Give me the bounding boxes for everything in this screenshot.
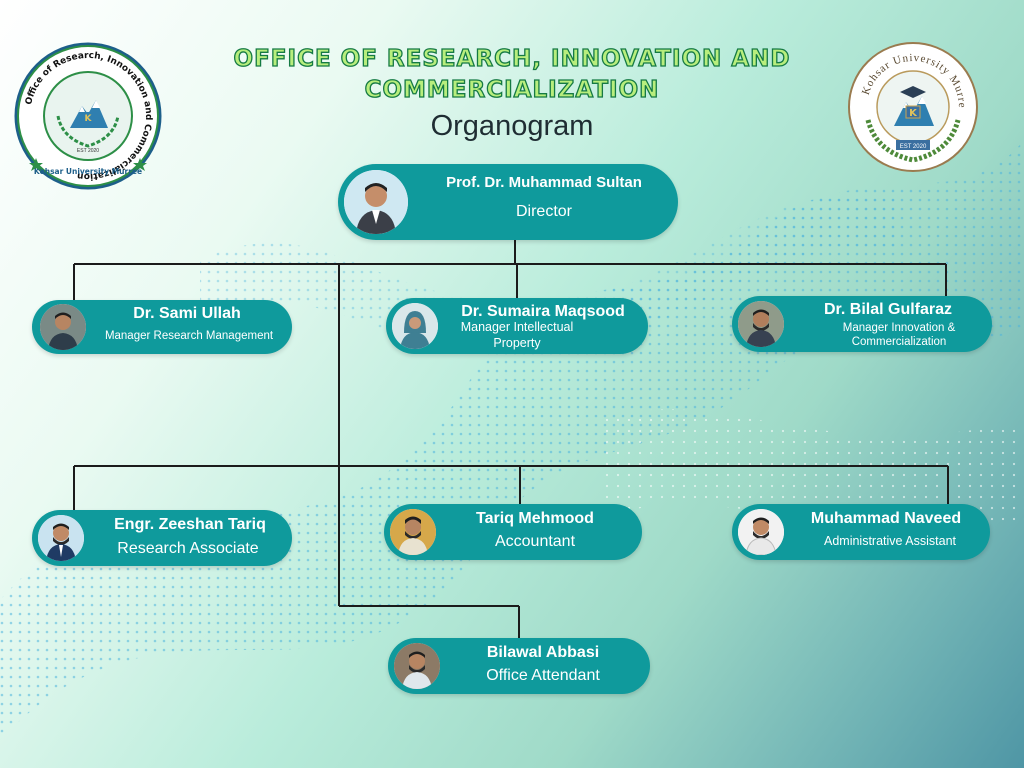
muhammad-naveed-name: Muhammad Naveed [810,510,962,527]
svg-text:K: K [85,114,93,124]
right-university-logo: Kohsar University Murree K EST 2020 [846,40,978,172]
left-logo-est: EST 2020 [77,148,99,154]
bilal-gulfaraz-role: Manager Innovation & Commercialization [842,322,956,349]
office-title: Office of Research, Innovation and Comme… [150,44,874,106]
card-sami-ullah: Dr. Sami Ullah Manager Research Manageme… [32,300,292,354]
sumaira-maqsood-role: Manager Intellectual Property [460,320,574,350]
left-office-logo: Office of Research, Innovation and Comme… [14,42,162,190]
zeeshan-tariq-name: Engr. Zeeshan Tariq [114,516,266,533]
office-title-line1: Office of Research, Innovation and [233,45,791,72]
sumaira-maqsood-name: Dr. Sumaira Maqsood [461,303,625,320]
bilawal-abbasi-name: Bilawal Abbasi [486,644,600,661]
card-director: Prof. Dr. Muhammad Sultan Director [338,164,678,240]
avatar-zeeshan-tariq [38,515,84,561]
avatar-tariq-mehmood [390,509,436,555]
bilal-gulfaraz-name: Dr. Bilal Gulfaraz [823,301,953,318]
zeeshan-tariq-role: Research Associate [117,540,259,557]
avatar-muhammad-naveed [738,509,784,555]
director-name: Prof. Dr. Muhammad Sultan [446,174,642,191]
bilawal-abbasi-role: Office Attendant [486,667,600,684]
sami-ullah-role: Manager Research Management [104,330,274,342]
avatar-sami-ullah [40,304,86,350]
card-tariq-mehmood: Tariq Mehmood Accountant [384,504,642,560]
avatar-director [344,170,408,234]
avatar-bilawal-abbasi [394,643,440,689]
muhammad-naveed-role: Administrative Assistant [824,534,956,548]
tariq-mehmood-name: Tariq Mehmood [476,510,594,527]
card-muhammad-naveed: Muhammad Naveed Administrative Assistant [732,504,990,560]
avatar-sumaira-maqsood [392,303,438,349]
svg-text:K: K [909,108,918,119]
organogram-heading: Organogram [430,110,594,142]
card-zeeshan-tariq: Engr. Zeeshan Tariq Research Associate [32,510,292,566]
avatar-bilal-gulfaraz [738,301,784,347]
left-logo-bottom-text: Kohsar University Murree [34,167,142,176]
tariq-mehmood-role: Accountant [494,533,576,550]
card-bilal-gulfaraz: Dr. Bilal Gulfaraz Manager Innovation & … [732,296,992,352]
card-bilawal-abbasi: Bilawal Abbasi Office Attendant [388,638,650,694]
card-sumaira-maqsood: Dr. Sumaira Maqsood Manager Intellectual… [386,298,648,354]
sami-ullah-name: Dr. Sami Ullah [133,305,241,322]
director-role: Director [515,203,572,220]
right-logo-est: EST 2020 [900,144,927,150]
office-title-line2: Commercialization [364,76,660,103]
